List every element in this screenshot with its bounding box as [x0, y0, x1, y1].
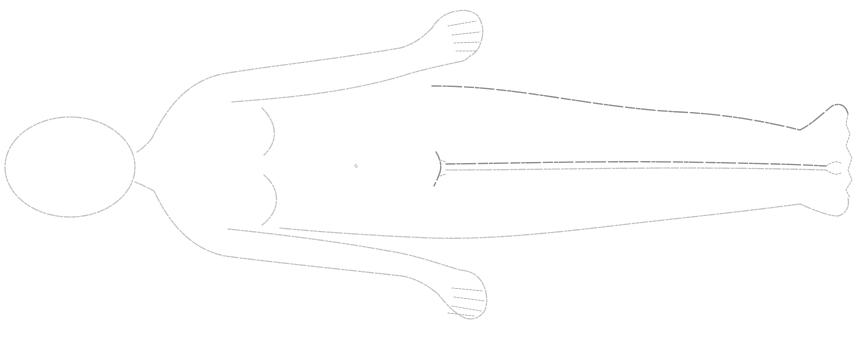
- neck-outline-lower: [135, 182, 154, 191]
- leg-inner-line: [446, 162, 826, 166]
- upper-foot-outline: [800, 104, 848, 130]
- head-outline: [5, 117, 135, 217]
- lower-foot-toes: [846, 170, 852, 198]
- upper-hand-outline: [432, 10, 483, 62]
- lower-arm-outer: [154, 191, 438, 294]
- neck-outline-upper: [137, 138, 152, 152]
- lower-arm-inner: [228, 229, 460, 270]
- upper-chest-outline: [262, 108, 274, 155]
- navel-mark: [355, 165, 357, 167]
- feet-gap-mark: [826, 162, 842, 174]
- upper-leg-outer: [432, 86, 800, 130]
- lower-hand-outline: [438, 270, 487, 319]
- lower-hand-fingers: [448, 288, 485, 316]
- groin-mark: [434, 152, 441, 186]
- upper-foot-toes: [846, 114, 852, 170]
- lower-chest-outline: [262, 175, 277, 225]
- lower-leg-outer: [280, 204, 800, 238]
- upper-arm-outer: [152, 28, 432, 138]
- upper-hand-fingers: [448, 21, 480, 51]
- lower-foot-outline: [800, 198, 849, 216]
- leg-inner-line-secondary: [446, 168, 826, 170]
